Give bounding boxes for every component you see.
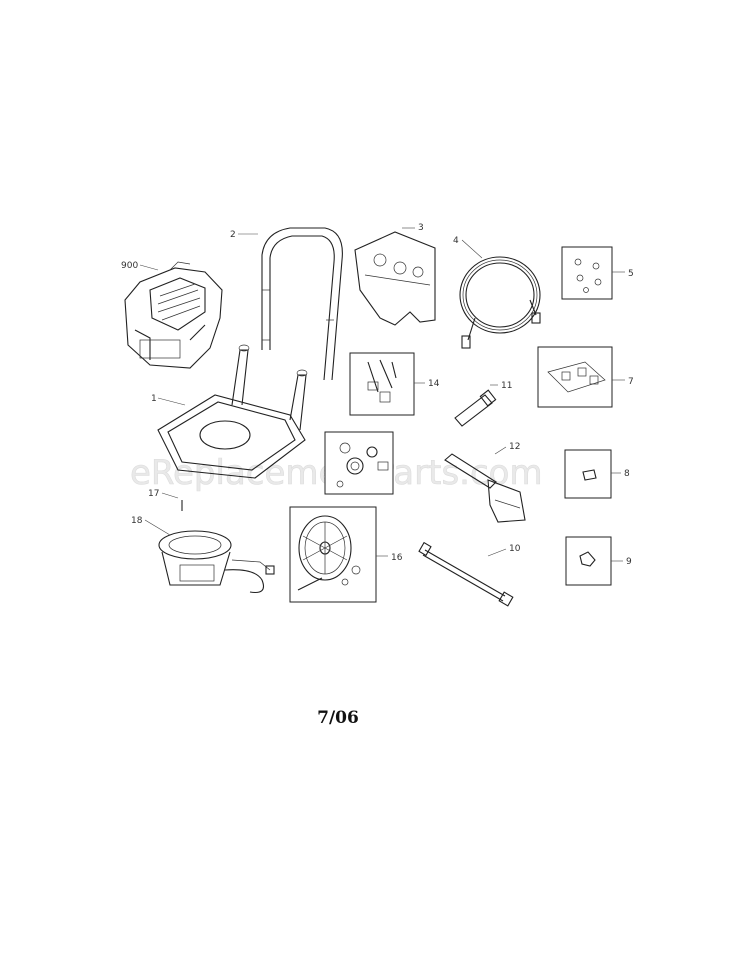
hardware-kit-7 <box>537 346 613 408</box>
frame-part <box>157 344 308 479</box>
callout-1: 1 <box>151 394 157 404</box>
callout-14: 14 <box>428 379 440 389</box>
callout-4: 4 <box>453 236 459 246</box>
wheel-kit <box>289 506 377 603</box>
revision-date: 7/06 <box>317 708 359 728</box>
nozzle-part <box>454 389 497 427</box>
wand-part <box>418 541 514 607</box>
callout-10: 10 <box>509 544 521 554</box>
bracket-part <box>354 231 436 326</box>
handle-part <box>261 227 343 381</box>
callout-11: 11 <box>501 381 512 391</box>
callout-18: 18 <box>131 516 143 526</box>
hardware-kit-14 <box>349 352 415 416</box>
callout-17: 17 <box>148 489 159 499</box>
callout-9: 9 <box>626 557 632 567</box>
callout-12: 12 <box>509 442 520 452</box>
engine-part <box>124 261 223 369</box>
callout-16: 16 <box>391 553 403 563</box>
pump-part <box>158 530 275 594</box>
callout-900: 900 <box>121 261 138 271</box>
callout-2: 2 <box>230 230 236 240</box>
hardware-kit-5 <box>561 246 613 300</box>
callout-7: 7 <box>628 377 634 387</box>
gun-part <box>444 453 526 523</box>
hose-part <box>459 256 541 349</box>
kit-8 <box>564 449 612 499</box>
pump-hardware-box <box>324 431 394 495</box>
callout-5: 5 <box>628 269 634 279</box>
callout-3: 3 <box>418 223 424 233</box>
kit-9 <box>565 536 612 586</box>
callout-8: 8 <box>624 469 630 479</box>
